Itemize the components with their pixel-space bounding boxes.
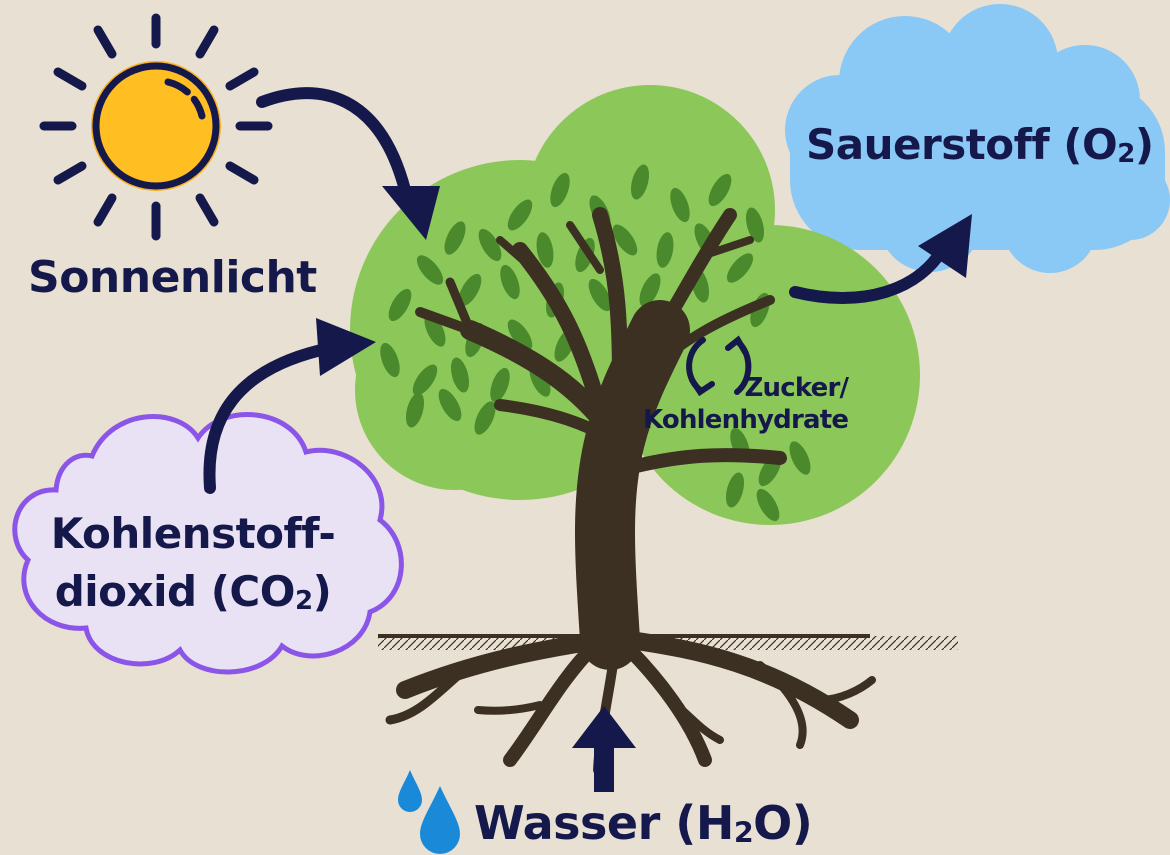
oxygen-label-end: ) — [1134, 120, 1154, 169]
oxygen-arrow-icon — [789, 214, 972, 304]
sunlight-arrow-icon — [256, 87, 440, 240]
oxygen-label-text: Sauerstoff (O — [806, 120, 1118, 169]
co2-subscript: 2 — [294, 586, 313, 617]
oxygen-cloud-icon — [785, 4, 1170, 273]
sugar-label: Zucker/Kohlenhydrate — [643, 372, 849, 436]
co2-cloud-icon — [12, 412, 404, 675]
water-arrow-icon — [572, 706, 636, 792]
co2-label: Kohlenstoff-dioxid (CO2) — [18, 505, 368, 630]
oxygen-label: Sauerstoff (O2) — [806, 120, 1154, 169]
co2-label-end: ) — [312, 567, 332, 616]
co2-label-line1: Kohlenstoff- — [50, 509, 336, 558]
water-subscript: 2 — [733, 816, 754, 850]
water-label-end: O) — [753, 796, 813, 850]
water-label: Wasser (H2O) — [474, 796, 813, 850]
oxygen-subscript: 2 — [1117, 139, 1135, 170]
sunlight-label-text: Sonnenlicht — [28, 252, 317, 303]
sunlight-label: Sonnenlicht — [28, 252, 317, 303]
tree-icon — [385, 207, 876, 775]
cycle-arrows-icon — [686, 335, 752, 397]
water-drop-icon — [398, 770, 460, 854]
sun-icon — [39, 13, 273, 241]
water-label-text: Wasser (H — [474, 796, 734, 850]
co2-label-line2: dioxid (CO — [54, 567, 296, 616]
sugar-label-line2: Kohlenhydrate — [643, 405, 849, 435]
co2-arrow-icon — [203, 318, 376, 494]
sugar-label-line1: Zucker/ — [744, 373, 849, 403]
